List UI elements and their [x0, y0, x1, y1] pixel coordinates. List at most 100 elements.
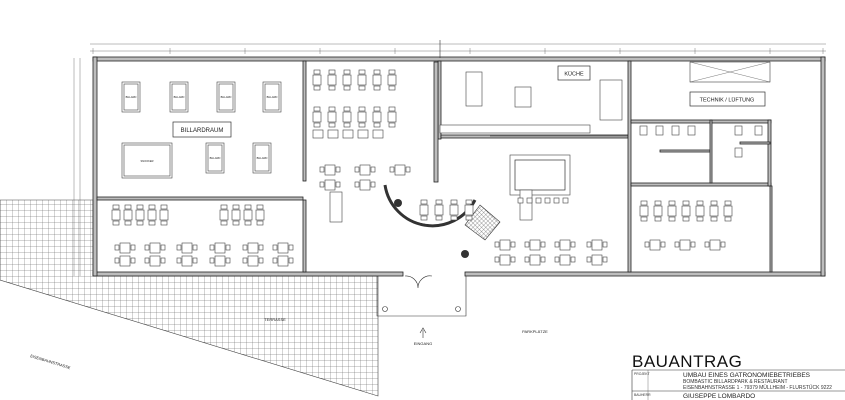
chair	[674, 241, 680, 248]
dining-table	[247, 242, 259, 254]
chair	[343, 69, 351, 75]
chair	[640, 200, 648, 206]
billiard-table-label: BILLARD	[221, 95, 232, 99]
chair	[272, 257, 278, 264]
bench	[357, 129, 369, 139]
chair	[225, 244, 231, 251]
chair	[388, 85, 396, 91]
dining-table	[312, 111, 322, 123]
project-label: PROJEKT	[634, 372, 650, 376]
chair	[388, 69, 396, 75]
dining-table	[123, 209, 133, 221]
billiard-table-label: BILLARD	[257, 156, 268, 160]
chair	[160, 220, 168, 226]
chair	[668, 200, 676, 206]
chair	[176, 244, 182, 251]
dining-table	[559, 239, 571, 251]
bar-stool	[535, 197, 542, 204]
chair	[570, 256, 576, 263]
chair	[319, 166, 325, 173]
dining-table	[324, 164, 336, 176]
client-name: GIUSEPPE LOMBARDO	[683, 393, 755, 400]
chair	[540, 241, 546, 248]
dining-table	[214, 255, 226, 267]
billiard-table-label: BILLARD	[174, 95, 185, 99]
dining-table	[591, 239, 603, 251]
bar-stool	[544, 197, 551, 204]
chair	[389, 166, 395, 173]
dining-table	[111, 209, 121, 221]
long-table	[329, 191, 343, 223]
title-heading: BAUANTRAG	[632, 352, 742, 371]
toilet	[671, 125, 680, 136]
dining-table	[119, 242, 131, 254]
dining-table	[149, 255, 161, 267]
toilet	[734, 125, 743, 136]
chair	[313, 122, 321, 128]
dining-table	[135, 209, 145, 221]
plant-icon	[461, 250, 469, 258]
dining-table	[247, 255, 259, 267]
dining-table	[394, 164, 406, 176]
chair	[720, 241, 726, 248]
billiard-table-label: BILLARD	[126, 95, 137, 99]
terrace-area	[0, 199, 379, 397]
chair	[465, 215, 473, 221]
dining-table	[681, 205, 691, 217]
chair	[586, 241, 592, 248]
dining-table	[181, 255, 193, 267]
dining-table	[359, 179, 371, 191]
chair	[272, 244, 278, 251]
dining-table	[277, 242, 289, 254]
snooker-table-label: SNOOKER	[141, 159, 154, 163]
chair	[660, 241, 666, 248]
dining-table	[591, 254, 603, 266]
outer-walls	[92, 56, 826, 277]
chair	[335, 181, 341, 188]
chair	[710, 216, 718, 222]
chair	[570, 241, 576, 248]
dining-table	[342, 74, 352, 86]
bar-stool	[526, 197, 533, 204]
chair	[343, 106, 351, 112]
dining-table	[387, 111, 397, 123]
dining-table	[327, 74, 337, 86]
chair	[405, 166, 411, 173]
toilet	[754, 125, 763, 136]
entrance-porch	[376, 275, 467, 338]
dining-table	[149, 242, 161, 254]
chair	[256, 204, 264, 210]
chair	[313, 106, 321, 112]
chair	[256, 220, 264, 226]
billiard-table-felt	[218, 83, 234, 111]
chair	[176, 257, 182, 264]
chair	[313, 85, 321, 91]
dining-table	[342, 111, 352, 123]
parking-label: PARKPLÄTZE	[522, 329, 548, 334]
bench	[312, 129, 324, 139]
dining-table	[372, 111, 382, 123]
chair	[524, 256, 530, 263]
dining-table	[529, 254, 541, 266]
dining-table	[147, 209, 157, 221]
bench	[342, 129, 354, 139]
bench	[372, 129, 384, 139]
plant-icon	[394, 199, 402, 207]
dining-table	[723, 205, 733, 217]
chair	[232, 204, 240, 210]
chair	[112, 204, 120, 210]
project-address: EISENBAHNSTRASSE 1 - 79379 MÜLLHEIM - FL…	[683, 384, 832, 391]
chair	[220, 204, 228, 210]
snooker-table-felt	[123, 144, 171, 177]
chair	[328, 122, 336, 128]
chair	[644, 241, 650, 248]
chair	[540, 256, 546, 263]
chair	[654, 200, 662, 206]
chair	[160, 204, 168, 210]
client-label: BAUHERR	[634, 393, 651, 397]
dining-table	[181, 242, 193, 254]
chair	[136, 220, 144, 226]
chair	[114, 244, 120, 251]
chair	[370, 166, 376, 173]
